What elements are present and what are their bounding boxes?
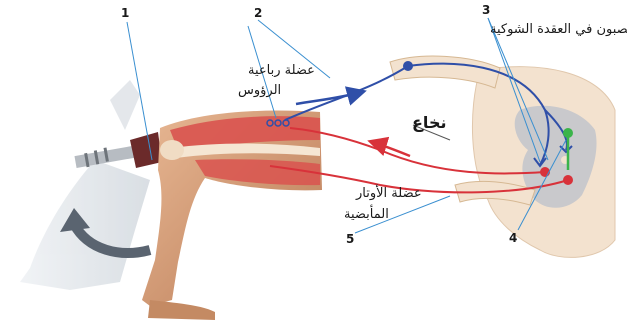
label-number-1: 1 (121, 6, 129, 20)
interneuron-body (563, 128, 573, 138)
leg (142, 111, 322, 320)
ghost-leg (20, 80, 150, 290)
reflex-hammer (74, 132, 162, 168)
label-number-4: 4 (509, 231, 517, 245)
spinal-cord-label: نخاع (412, 113, 446, 132)
label-number-5: 5 (346, 232, 354, 246)
label-number-3: 3 (482, 3, 490, 17)
hamstring-muscle (195, 159, 320, 185)
dorsal-root (390, 56, 500, 88)
quadriceps-label-line2: الرؤوس (238, 83, 281, 98)
ganglion-neuron-body (403, 61, 413, 71)
quadriceps-label-line1: عضلة رباعية (248, 63, 315, 78)
hamstring-label-line1: عضلة الأوتار (355, 184, 422, 201)
label-number-2: 2 (254, 6, 262, 20)
ganglion-neuron-label: عصبون في العقدة الشوكية (490, 22, 627, 37)
hamstring-label-line2: المأبضية (344, 204, 389, 222)
